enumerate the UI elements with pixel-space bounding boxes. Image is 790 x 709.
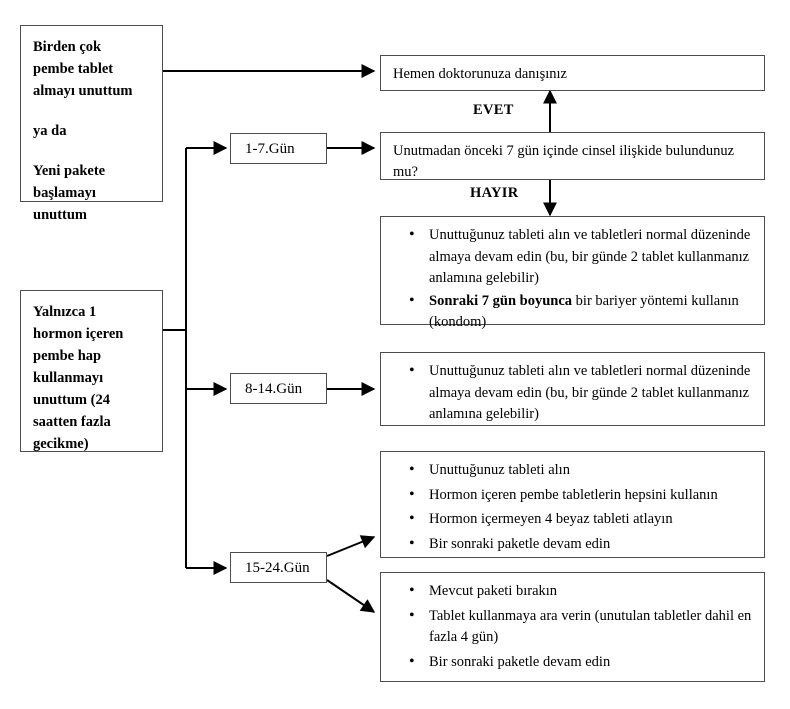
outcome-box-day-8-14: Unuttuğunuz tableti alın ve tabletleri n… <box>380 352 765 426</box>
list-item: Bir sonraki paketle devam edin <box>409 533 752 556</box>
option-b-bullet-list: Mevcut paketi bırakın Tablet kullanmaya … <box>393 580 752 674</box>
no-branch-bullet2-bold: Sonraki 7 gün boyunca <box>429 292 573 309</box>
no-branch-bullet-list: Unuttuğunuz tableti alın ve tabletleri n… <box>393 224 752 334</box>
multi-missed-line-1: Birden çok <box>33 39 102 55</box>
list-item: Tablet kullanmaya ara verin (unutulan ta… <box>409 605 752 649</box>
connector-day15-24-to-option-b <box>326 579 376 613</box>
single-missed-line-4: kullanmayı <box>33 370 104 386</box>
outcome-box-day-15-24-option-b: Mevcut paketi bırakın Tablet kullanmaya … <box>380 572 765 682</box>
multi-missed-line-5: Yeni pakete <box>33 163 106 179</box>
list-item: Bir sonraki paketle devam edin <box>409 651 752 674</box>
list-item: Hormon içermeyen 4 beyaz tableti atlayın <box>409 508 752 531</box>
list-item: Sonraki 7 gün boyunca bir bariyer yöntem… <box>409 290 752 334</box>
question-text: Unutmadan önceki 7 gün içinde cinsel ili… <box>393 143 735 180</box>
list-item: Hormon içeren pembe tabletlerin hepsini … <box>409 484 752 507</box>
node-day-1-7: 1-7.Gün <box>230 133 327 164</box>
edge-label-yes: EVET <box>473 102 514 118</box>
consult-doctor-text: Hemen doktorunuza danışınız <box>393 66 567 82</box>
single-missed-line-1: Yalnızca 1 <box>33 304 97 320</box>
outcome-box-no-branch: Unuttuğunuz tableti alın ve tabletleri n… <box>380 216 765 330</box>
source-box-single-missed: Yalnızca 1 hormon içeren pembe hap kulla… <box>20 290 163 452</box>
single-missed-line-5: unuttum (24 <box>33 392 110 408</box>
list-item: Unuttuğunuz tableti alın <box>409 459 752 482</box>
decision-box-question: Unutmadan önceki 7 gün içinde cinsel ili… <box>380 132 765 180</box>
edge-label-no: HAYIR <box>470 185 519 201</box>
day-8-14-bullet-list: Unuttuğunuz tableti alın ve tabletleri n… <box>393 360 752 426</box>
list-item: Unuttuğunuz tableti alın ve tabletleri n… <box>409 360 752 426</box>
single-missed-line-6: saatten fazla <box>33 414 111 430</box>
connector-day15-24-to-option-a <box>326 535 376 557</box>
node-day-8-14: 8-14.Gün <box>230 373 327 404</box>
list-item: Unuttuğunuz tableti alın ve tabletleri n… <box>409 224 752 290</box>
node-day-15-24: 15-24.Gün <box>230 552 327 583</box>
multi-missed-line-3: almayı unuttum <box>33 83 133 99</box>
multi-missed-line-7: unuttum <box>33 207 87 223</box>
multi-missed-line-4: ya da <box>33 123 67 139</box>
single-missed-line-2: hormon içeren <box>33 326 124 342</box>
outcome-box-consult-doctor: Hemen doktorunuza danışınız <box>380 55 765 91</box>
node-day-8-14-label: 8-14.Gün <box>245 380 303 397</box>
source-box-multiple-missed: Birden çok pembe tablet almayı unuttum y… <box>20 25 163 223</box>
outcome-box-day-15-24-option-a: Unuttuğunuz tableti alın Hormon içeren p… <box>380 451 765 558</box>
no-branch-bullet2-rest: bir bariyer yöntemi kullanın (kondom) <box>429 292 739 331</box>
list-item: Mevcut paketi bırakın <box>409 580 752 603</box>
multi-missed-line-6: başlamayı <box>33 185 96 201</box>
single-missed-line-7: gecikme) <box>33 436 89 452</box>
node-day-1-7-label: 1-7.Gün <box>245 140 295 157</box>
single-missed-line-3: pembe hap <box>33 348 102 364</box>
multi-missed-line-2: pembe tablet <box>33 61 114 77</box>
node-day-15-24-label: 15-24.Gün <box>245 559 310 576</box>
option-a-bullet-list: Unuttuğunuz tableti alın Hormon içeren p… <box>393 459 752 556</box>
